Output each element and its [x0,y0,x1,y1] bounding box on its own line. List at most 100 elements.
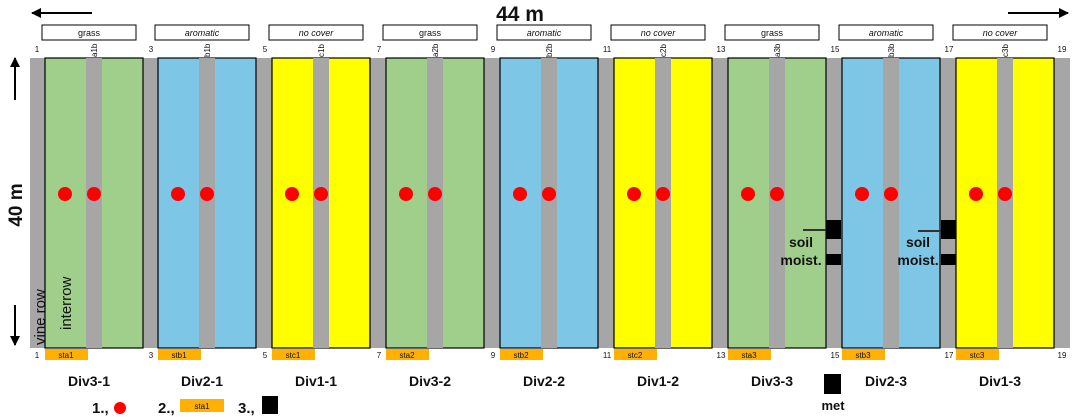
legend: 1., 2., sta1 3., [92,396,278,417]
legend-station-sample: sta1 [194,402,210,411]
met-label: met [821,398,845,413]
treatment-label: aromatic [869,28,904,38]
row-number-bottom: 19 [1058,351,1067,360]
station-label: stc3 [970,351,985,360]
plot-name: Div2-3 [865,373,907,389]
legend-station-icon [180,399,224,412]
legend-item1-label: 1., [92,400,109,417]
treatment-label: aromatic [527,28,562,38]
soil-moist-label-line1: soil [906,234,930,250]
treatment-label: no cover [641,28,677,38]
legend-sensor-icon [262,396,278,414]
sampling-point-marker [171,187,185,201]
sampling-point-marker [314,187,328,201]
treatment-label-box [268,24,364,41]
sampling-point-marker [627,187,641,201]
station-tag [272,349,315,360]
sampling-point-marker [513,187,527,201]
row-number-top: 19 [1058,45,1067,54]
plot-code: a2b [431,43,440,57]
row-number-bottom: 13 [717,351,726,360]
sampling-point-marker [542,187,556,201]
row-number-bottom: 15 [831,351,840,360]
soil-moist-label-line1: soil [789,234,813,250]
plot-code: b3b [887,43,896,57]
met-station: met [821,374,845,413]
vine-row-strip [655,58,671,348]
sampling-point-marker [399,187,413,201]
treatment-label-box [724,24,820,41]
height-label: 40 m [6,183,27,226]
sampling-point-marker [884,187,898,201]
plot-code: a1b [90,43,99,57]
legend-sampling-point-icon [114,402,126,414]
treatment-label-box [382,24,478,41]
sensor-square-icon [826,220,841,239]
vine-row-strip [997,58,1013,348]
vine-row-label: vine row [32,289,49,345]
interrow-label: interrow [58,276,75,330]
plot-name: Div1-2 [637,373,679,389]
plot-name: Div1-3 [979,373,1021,389]
sampling-point-marker [200,187,214,201]
row-number-bottom: 7 [377,351,382,360]
row-number-bottom: 3 [149,351,154,360]
width-label: 44 m [496,3,544,26]
treatment-label: grass [419,28,442,38]
soil-moist-label-line2: moist. [780,252,821,268]
sampling-point-marker [87,187,101,201]
station-label: sta1 [58,351,74,360]
row-number-top: 3 [149,45,154,54]
sampling-point-marker [656,187,670,201]
row-number-top: 15 [831,45,840,54]
plot-name: Div3-3 [751,373,793,389]
station-tag [728,349,771,360]
station-tag [842,349,885,360]
treatment-label: no cover [983,28,1019,38]
soil-moisture-sensor-2: soil moist. [897,220,956,268]
met-square-icon [824,374,841,394]
plot-name: Div1-1 [295,373,337,389]
plot-code: b2b [545,43,554,57]
station-tag [614,349,657,360]
vine-row-strip [199,58,215,348]
treatment-label: grass [761,28,784,38]
station-tag [158,349,201,360]
row-number-top: 7 [377,45,382,54]
plot-code: c3b [1001,44,1010,57]
treatment-label-box [496,24,592,41]
row-number-top: 13 [717,45,726,54]
row-number-bottom: 9 [491,351,496,360]
vine-row-strip [86,58,102,348]
treatment-label-box [610,24,706,41]
station-tag [45,349,88,360]
vine-row-strip [313,58,329,348]
treatment-label: grass [78,28,101,38]
treatment-label-box [41,24,137,41]
vine-row-strip [883,58,899,348]
plot-name: Div3-2 [409,373,451,389]
vine-row-strip [427,58,443,348]
station-label: stb3 [855,351,871,360]
row-number-bottom: 11 [603,351,612,360]
station-label: sta3 [741,351,757,360]
legend-item3-label: 3., [238,400,255,417]
treatment-label-box [154,24,250,41]
sensor-square-icon [826,254,841,265]
station-label: stc1 [286,351,301,360]
plot-name: Div3-1 [68,373,110,389]
row-number-bottom: 17 [945,351,954,360]
treatment-label-box [952,24,1048,41]
station-tag [386,349,429,360]
sensor-square-icon [941,220,956,239]
height-dimension: 40 m [6,57,27,346]
sampling-point-marker [998,187,1012,201]
plot-code: c1b [317,44,326,57]
